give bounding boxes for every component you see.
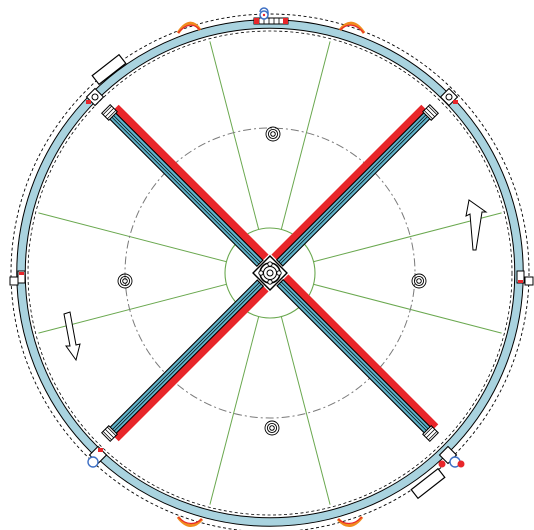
arm-end-top-right [439,87,459,107]
arm-bottom-right [276,274,439,442]
inner-dashed-circle [27,30,513,516]
curved-arrow-icon [465,199,488,251]
ring-clamp-right [516,270,534,286]
arm-top-right [271,104,439,267]
arm-end-bottom-right [438,445,465,468]
port-left-icon [117,273,133,289]
clamp-top-right [338,21,366,34]
port-right-icon [411,273,427,289]
padlock-icon [259,7,269,20]
ring-clamp-left [9,270,26,286]
clamp-bottom-left [176,516,204,527]
port-bottom-icon [264,420,280,436]
clamp-top-left [176,21,202,34]
outer-block-top-left [91,53,127,86]
central-hub [252,255,288,291]
port-top-icon [265,126,281,142]
outer-block-bottom-right [410,467,446,500]
arm-bottom-left [101,279,269,442]
curved-arrow-icon-left [63,311,81,362]
arm-end-top-left [85,87,105,107]
outer-dashed-envelope [10,13,530,530]
top-marker [253,7,289,25]
arm-end-bottom-left [87,445,108,468]
arm-top-left [101,104,269,268]
clamp-bottom-right [336,516,364,527]
